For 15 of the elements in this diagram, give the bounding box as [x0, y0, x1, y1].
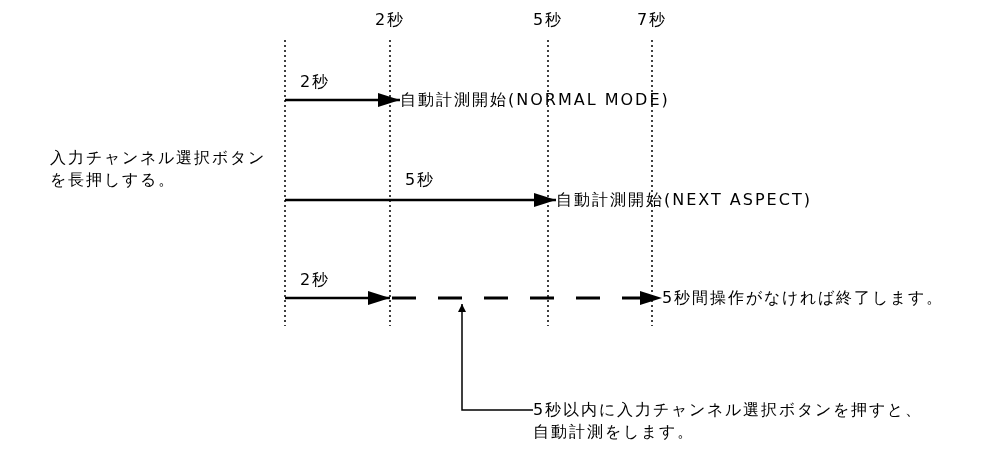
time-label: 7秒: [636, 9, 668, 31]
edge-label: 5秒: [405, 169, 436, 191]
time-label: 5秒: [532, 9, 564, 31]
note-text: 自動計測開始(NORMAL MODE): [400, 89, 670, 111]
note-text: 5秒以内に入力チャンネル選択ボタンを押すと、自動計測をします。: [533, 399, 938, 443]
note-text: 入力チャンネル選択ボタンを長押しする。: [50, 147, 278, 191]
arrow: [285, 93, 400, 107]
time-label: 2秒: [374, 9, 406, 31]
note-text: 5秒間操作がなければ終了します。: [662, 287, 945, 309]
note-text: 自動計測開始(NEXT ASPECT): [556, 189, 812, 211]
arrow: [285, 291, 662, 305]
edge-label: 2秒: [300, 71, 331, 93]
leader-line: [458, 303, 534, 411]
edge-label: 2秒: [300, 269, 331, 291]
arrow: [285, 193, 556, 207]
